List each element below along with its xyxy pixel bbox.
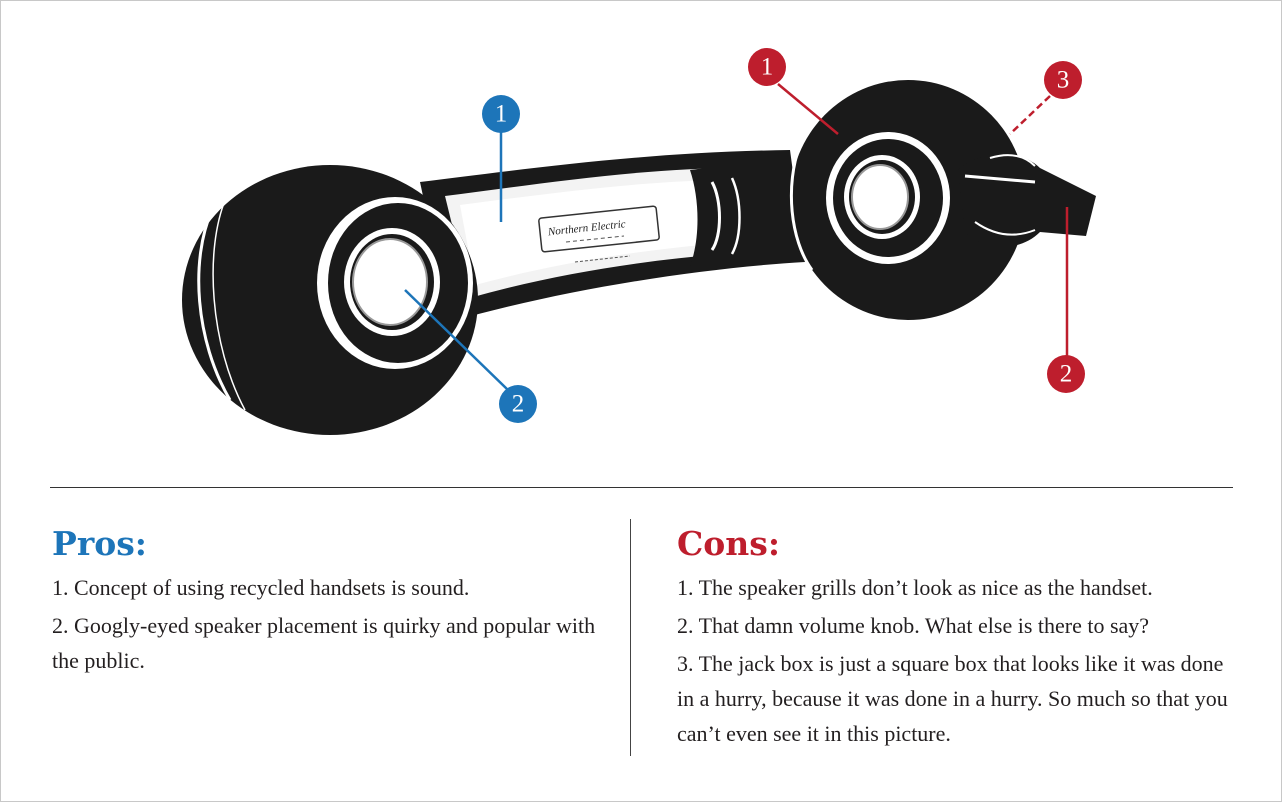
red-callout-2: 2 [1047, 355, 1085, 393]
svg-text:3: 3 [1057, 67, 1070, 94]
svg-text:2: 2 [1060, 361, 1073, 388]
red-callout-3: 3 [1044, 61, 1082, 99]
svg-text:1: 1 [761, 54, 774, 81]
red-callout-1: 1 [748, 48, 786, 86]
horizontal-divider [50, 487, 1233, 488]
pros-heading: Pros: [52, 524, 147, 563]
red-callout-3-line [1009, 95, 1051, 135]
name-plate [538, 205, 660, 253]
vertical-divider [630, 519, 631, 756]
handset-diagram: Northern Electric 1 [182, 48, 1096, 435]
blue-callout-1: 1 [482, 95, 520, 133]
pros-item: 1. Concept of using recycled handsets is… [52, 575, 470, 600]
cons-heading: Cons: [677, 524, 781, 563]
pros-item: 2. Googly-eyed speaker placement is quir… [52, 613, 596, 673]
handset-illustration: Northern Electric [182, 80, 1096, 435]
cons-section: Cons: 1. The speaker grills don’t look a… [677, 522, 1237, 754]
cons-item: 2. That damn volume knob. What else is t… [677, 613, 1150, 638]
cons-item: 3. The jack box is just a square box tha… [677, 651, 1228, 746]
red-callout-1-line [777, 83, 839, 135]
svg-text:1: 1 [495, 101, 508, 128]
cons-item: 1. The speaker grills don’t look as nice… [677, 575, 1153, 600]
svg-text:2: 2 [512, 391, 525, 418]
pros-section: Pros: 1. Concept of using recycled hands… [52, 522, 612, 681]
blue-callout-2-line [404, 289, 509, 391]
blue-callout-2: 2 [499, 385, 537, 423]
